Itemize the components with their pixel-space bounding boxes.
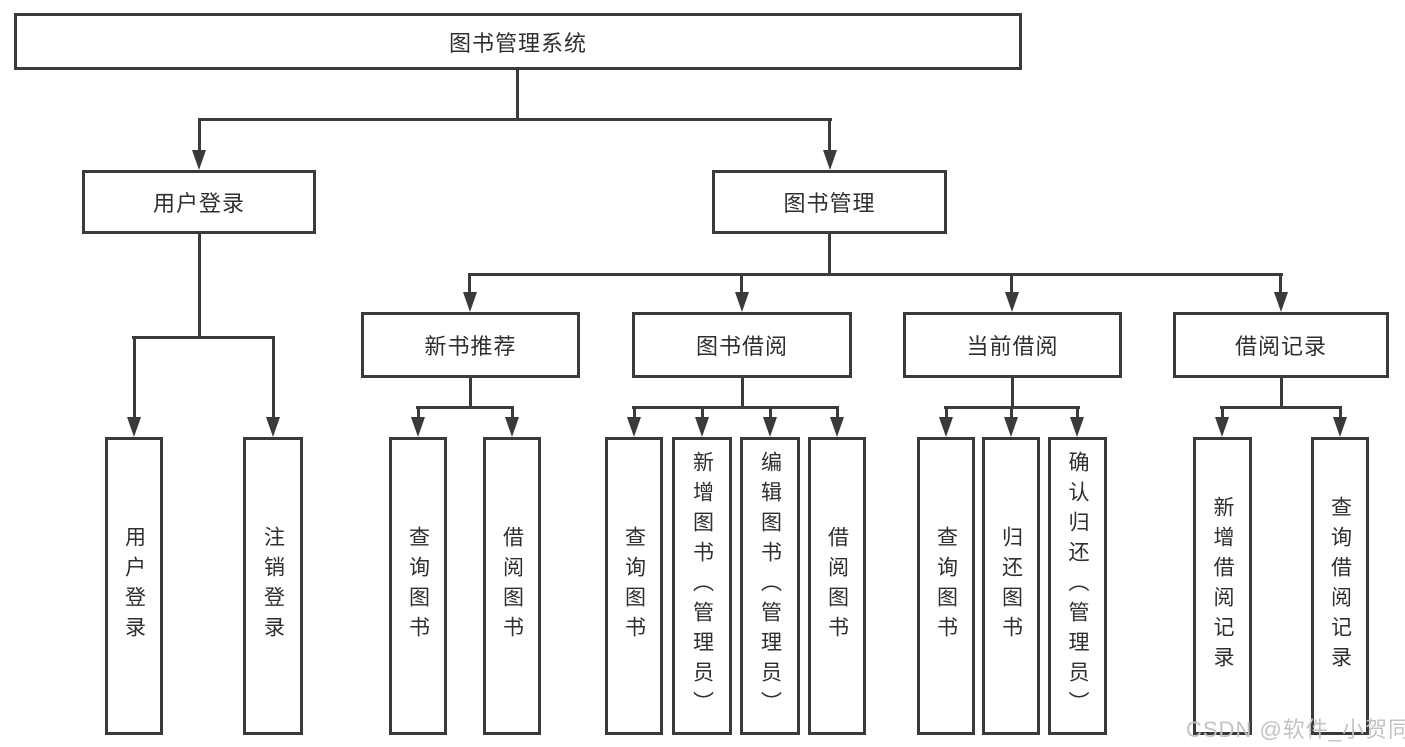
- connector-vline: [198, 234, 201, 339]
- leaf-label: 查询图书: [622, 526, 646, 646]
- leaf-user-login: 用户登录: [105, 437, 163, 735]
- leaf-return-books: 归还图书: [982, 437, 1040, 735]
- arrowhead-down-icon: [1070, 417, 1084, 437]
- connector-vline: [945, 408, 948, 418]
- connector-vline: [828, 121, 831, 151]
- leaf-label: 查询图书: [406, 526, 430, 646]
- node-user-login: 用户登录: [82, 170, 316, 234]
- leaf-query-books-current: 查询图书: [917, 437, 975, 735]
- leaf-label: 用户登录: [122, 526, 146, 646]
- arrowhead-down-icon: [1005, 292, 1019, 312]
- arrowhead-down-icon: [763, 417, 777, 437]
- arrowhead-down-icon: [1333, 417, 1347, 437]
- connector-vline: [1010, 276, 1013, 293]
- connector-vline: [516, 70, 519, 121]
- connector-vline: [1076, 408, 1079, 418]
- connector-vline: [701, 408, 704, 418]
- leaf-label: 新增图书（管理员）: [690, 451, 714, 721]
- leaf-label: 编辑图书（管理员）: [758, 451, 782, 721]
- leaf-label: 确认归还（管理员）: [1066, 451, 1089, 721]
- connector-vline: [769, 408, 772, 418]
- leaf-label: 查询图书: [934, 526, 958, 646]
- arrowhead-down-icon: [1004, 417, 1018, 437]
- arrowhead-down-icon: [627, 417, 641, 437]
- arrowhead-down-icon: [939, 417, 953, 437]
- connector-hline: [132, 336, 275, 339]
- node-label: 图书管理系统: [448, 30, 587, 56]
- arrowhead-down-icon: [463, 292, 477, 312]
- connector-hline: [944, 406, 1080, 409]
- connector-vline: [1010, 408, 1013, 418]
- connector-vline: [741, 376, 744, 409]
- connector-vline: [1279, 276, 1282, 293]
- leaf-edit-books-admin: 编辑图书（管理员）: [740, 437, 800, 735]
- node-label: 图书借阅: [695, 334, 788, 359]
- connector-hline: [1220, 406, 1342, 409]
- arrowhead-down-icon: [1215, 417, 1229, 437]
- leaf-label: 注销登录: [261, 526, 285, 646]
- node-label: 新书推荐: [424, 334, 517, 359]
- node-book-borrowing: 图书借阅: [632, 312, 852, 378]
- node-label: 当前借阅: [966, 334, 1059, 359]
- connector-vline: [417, 408, 420, 418]
- connector-vline: [272, 339, 275, 417]
- arrowhead-down-icon: [735, 292, 749, 312]
- connector-vline: [1280, 376, 1283, 409]
- arrowhead-down-icon: [695, 417, 709, 437]
- arrowhead-down-icon: [505, 417, 519, 437]
- connector-vline: [469, 376, 472, 409]
- leaf-label: 查询借阅记录: [1328, 496, 1352, 676]
- connector-hline: [468, 273, 1283, 276]
- leaf-label: 归还图书: [999, 526, 1023, 646]
- leaf-add-borrow-record: 新增借阅记录: [1193, 437, 1252, 735]
- node-label: 用户登录: [152, 191, 245, 216]
- node-book-management: 图书管理: [712, 170, 947, 234]
- arrowhead-down-icon: [1274, 292, 1288, 312]
- connector-vline: [1011, 376, 1014, 409]
- connector-vline: [198, 121, 201, 151]
- connector-hline: [198, 118, 832, 121]
- leaf-query-books-recommend: 查询图书: [389, 437, 447, 735]
- connector-vline: [133, 339, 136, 417]
- node-new-book-recommendation: 新书推荐: [361, 312, 580, 378]
- arrowhead-down-icon: [192, 150, 206, 170]
- leaf-label: 借阅图书: [825, 526, 849, 646]
- watermark: CSDN @软件_小贺同学: [1186, 717, 1405, 742]
- connector-hline: [632, 406, 839, 409]
- node-current-borrowing: 当前借阅: [903, 312, 1122, 378]
- leaf-label: 新增借阅记录: [1211, 496, 1234, 676]
- leaf-label: 借阅图书: [500, 526, 524, 646]
- arrowhead-down-icon: [830, 417, 844, 437]
- leaf-borrow-books-recommend: 借阅图书: [483, 437, 541, 735]
- connector-vline: [1221, 408, 1224, 418]
- leaf-borrow-books-borrowing: 借阅图书: [808, 437, 866, 735]
- connector-vline: [1339, 408, 1342, 418]
- leaf-add-books-admin: 新增图书（管理员）: [672, 437, 732, 735]
- connector-vline: [468, 276, 471, 293]
- leaf-query-books-borrowing: 查询图书: [605, 437, 663, 735]
- leaf-confirm-return-admin: 确认归还（管理员）: [1048, 437, 1107, 735]
- connector-vline: [828, 234, 831, 276]
- arrowhead-down-icon: [411, 417, 425, 437]
- connector-hline: [416, 406, 514, 409]
- connector-vline: [836, 408, 839, 418]
- connector-vline: [633, 408, 636, 418]
- connector-vline: [511, 408, 514, 418]
- node-label: 图书管理: [783, 191, 876, 216]
- node-label: 借阅记录: [1234, 334, 1327, 359]
- leaf-logout-login: 注销登录: [243, 437, 303, 735]
- arrowhead-down-icon: [266, 417, 280, 437]
- node-borrowing-records: 借阅记录: [1173, 312, 1389, 378]
- node-root: 图书管理系统: [14, 13, 1022, 70]
- connector-vline: [740, 276, 743, 293]
- leaf-query-borrow-record: 查询借阅记录: [1311, 437, 1369, 735]
- arrowhead-down-icon: [127, 417, 141, 437]
- arrowhead-down-icon: [823, 150, 837, 170]
